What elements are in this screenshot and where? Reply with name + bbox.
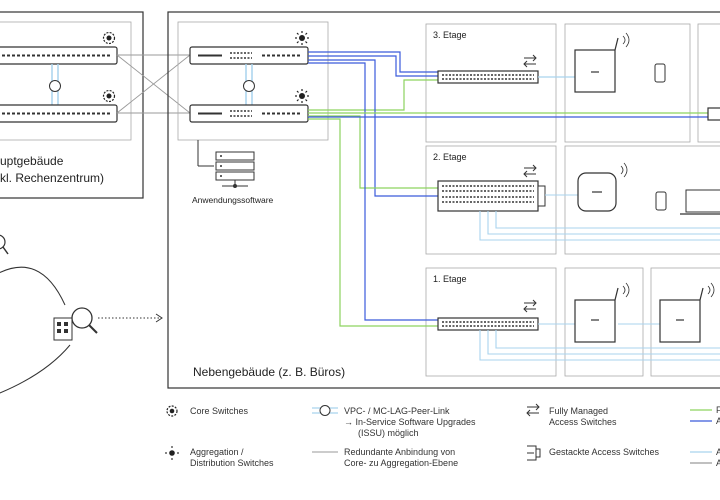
legend-agg-label-1: Aggregation / bbox=[190, 447, 244, 457]
annex-building-label: Nebengebäude (z. B. Büros) bbox=[193, 365, 345, 379]
access-point-floor-3 bbox=[574, 32, 630, 93]
legend-cut-1: F bbox=[716, 405, 720, 415]
server-icon bbox=[215, 151, 255, 188]
smartphone-icon bbox=[654, 63, 666, 83]
uplinks bbox=[308, 51, 720, 327]
application-server: Anwendungssoftware bbox=[192, 140, 274, 205]
annex-building: Nebengebäude (z. B. Büros) bbox=[167, 11, 720, 389]
wifi-icon bbox=[622, 282, 630, 298]
wifi-icon bbox=[707, 282, 715, 298]
aggregation-switch-2 bbox=[189, 89, 309, 123]
remote-site bbox=[0, 234, 163, 394]
managed-arrows-icon bbox=[526, 403, 540, 417]
core-switch-icon bbox=[166, 405, 178, 417]
core-switch-2 bbox=[0, 89, 118, 123]
core-switch-icon bbox=[102, 31, 116, 45]
access-point-floor-1b bbox=[659, 282, 715, 343]
legend-core: Core Switches bbox=[166, 405, 249, 417]
core-aggregation-links bbox=[116, 54, 191, 114]
legend-cut-3: A bbox=[716, 447, 720, 457]
floor-2-client-links bbox=[479, 194, 720, 241]
access-switch-floor-1 bbox=[437, 299, 539, 331]
floor-3: 3. Etage bbox=[425, 23, 557, 143]
server-label: Anwendungssoftware bbox=[192, 195, 274, 205]
laptop-icon bbox=[680, 189, 720, 215]
legend: Core Switches Aggregation / Distribution… bbox=[165, 403, 720, 468]
floor-label: 3. Etage bbox=[433, 30, 467, 40]
floor-1: 1. Etage bbox=[425, 267, 557, 377]
legend-cut-2: A bbox=[716, 416, 720, 426]
magnifier-icon bbox=[71, 307, 98, 334]
managed-arrows-icon bbox=[523, 299, 537, 313]
core-switch-1 bbox=[0, 31, 118, 65]
office-building-icon bbox=[53, 317, 73, 341]
aggregation-switch-icon bbox=[295, 31, 309, 45]
legend-aggregation: Aggregation / Distribution Switches bbox=[165, 446, 274, 468]
main-building: uptgebäude kl. Rechenzentrum) bbox=[0, 11, 144, 199]
legend-stacked-label: Gestackte Access Switches bbox=[549, 447, 660, 457]
aggregation-switch-icon bbox=[165, 446, 179, 460]
vpc-peer-link bbox=[243, 64, 255, 105]
smartphone-icon bbox=[655, 191, 667, 211]
managed-arrows-icon bbox=[523, 54, 537, 68]
legend-agg-label-2: Distribution Switches bbox=[190, 458, 274, 468]
legend-lines-cut: F A A A bbox=[690, 405, 720, 468]
stacked-access-switch-floor-2 bbox=[437, 164, 546, 212]
aggregation-switch-1 bbox=[189, 31, 309, 65]
legend-redundant-label-1: Redundante Anbindung von bbox=[344, 447, 455, 457]
main-building-label-2: kl. Rechenzentrum) bbox=[0, 171, 104, 185]
legend-vpc-label-1: VPC- / MC-LAG-Peer-Link bbox=[344, 406, 450, 416]
magnifier-icon bbox=[0, 234, 9, 255]
access-switch-floor-3 bbox=[437, 54, 539, 84]
wifi-icon bbox=[622, 32, 630, 48]
main-building-label-1: uptgebäude bbox=[0, 154, 64, 168]
legend-redundant: Redundante Anbindung von Core- zu Aggreg… bbox=[312, 447, 458, 468]
legend-redundant-label-2: Core- zu Aggregation-Ebene bbox=[344, 458, 458, 468]
floor-2: 2. Etage bbox=[425, 145, 557, 255]
wifi-icon bbox=[620, 162, 628, 178]
access-point-floor-2 bbox=[577, 162, 628, 212]
legend-vpc-label-3: (ISSU) möglich bbox=[358, 428, 419, 438]
legend-vpc: VPC- / MC-LAG-Peer-Link → In-Service Sof… bbox=[312, 405, 476, 438]
access-point-floor-1a bbox=[574, 282, 630, 343]
vpc-peer-link bbox=[49, 64, 61, 105]
aggregation-switch-icon bbox=[295, 89, 309, 103]
legend-managed-label-2: Access Switches bbox=[549, 417, 617, 427]
stacked-switch-icon bbox=[527, 445, 541, 461]
legend-core-label: Core Switches bbox=[190, 406, 249, 416]
managed-arrows-icon bbox=[523, 164, 537, 178]
legend-vpc-label-2: → In-Service Software Upgrades bbox=[344, 417, 476, 427]
floor-label: 2. Etage bbox=[433, 152, 467, 162]
legend-managed: Fully Managed Access Switches bbox=[526, 403, 617, 427]
floor-1-client-links bbox=[479, 323, 720, 361]
legend-cut-4: A bbox=[716, 458, 720, 468]
core-switch-icon bbox=[102, 89, 116, 103]
legend-stacked: Gestackte Access Switches bbox=[527, 445, 660, 461]
floor-label: 1. Etage bbox=[433, 274, 467, 284]
legend-managed-label-1: Fully Managed bbox=[549, 406, 608, 416]
